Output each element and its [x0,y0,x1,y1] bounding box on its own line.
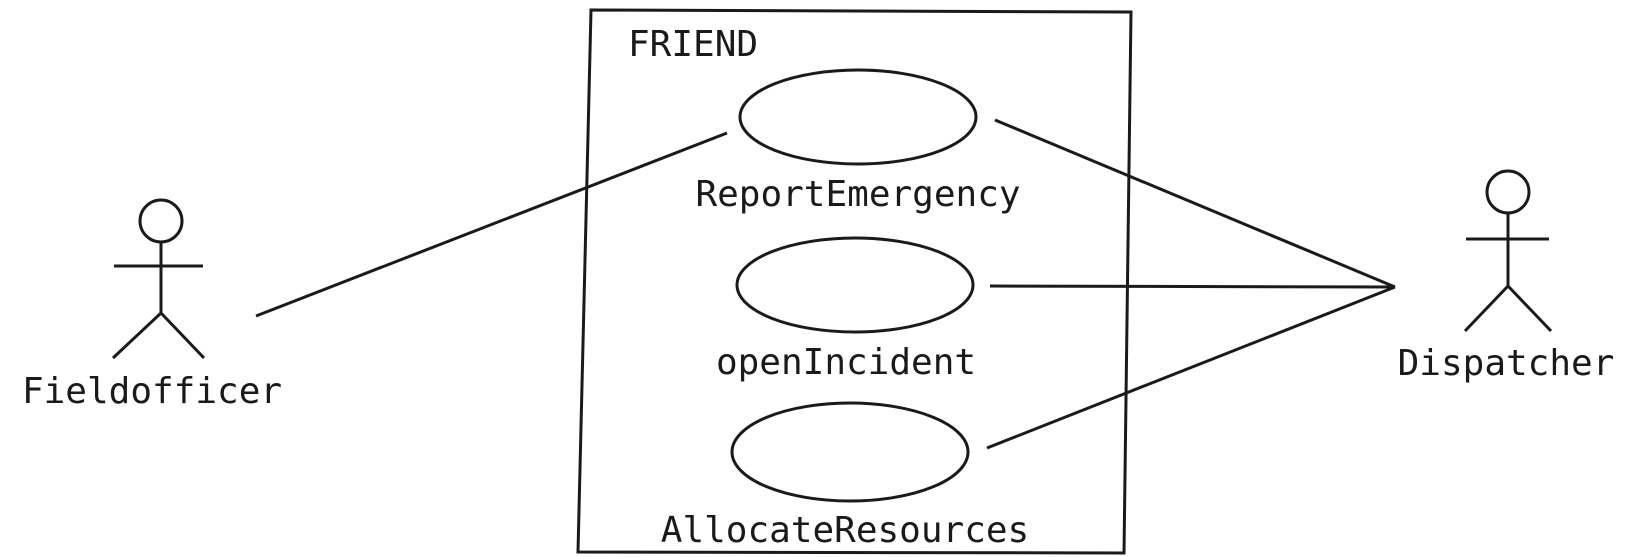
system-boundary: FRIEND [576,8,1133,555]
association-fieldofficer-reportemergency [255,131,728,318]
system-name: FRIEND [628,24,758,65]
association-dispatcher-reportemergency [994,118,1396,289]
actor-name: Fieldofficer [22,371,282,412]
system-boundary-rect [576,8,1133,555]
use-case-allocateresources: AllocateResources [661,401,1029,551]
use-case-openincident: openIncident [716,236,976,383]
association-dispatcher-allocateresources [986,285,1396,450]
use-case-label: ReportEmergency [695,174,1020,215]
actor-dispatcher: Dispatcher [1398,169,1615,384]
use-case-label: openIncident [716,342,976,383]
actor-fieldofficer: Fieldofficer [22,198,282,412]
use-case-oval [738,68,978,166]
actor-name: Dispatcher [1398,343,1615,384]
associations [255,118,1396,450]
use-case-reportemergency: ReportEmergency [695,68,1021,215]
stick-figure-icon [1463,169,1553,333]
use-case-label: AllocateResources [661,510,1029,551]
stick-figure-icon [111,198,206,360]
use-case-oval [730,401,970,503]
use-case-oval [735,236,975,334]
association-dispatcher-openincident [989,284,1396,289]
